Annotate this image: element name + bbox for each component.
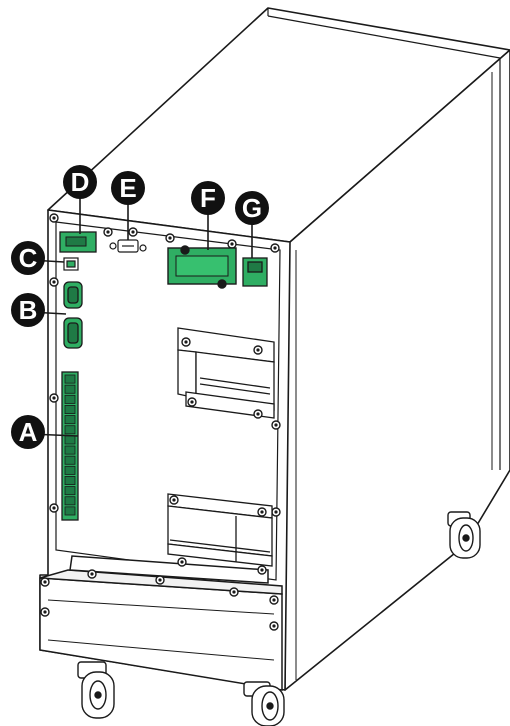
lower-rail bbox=[167, 493, 273, 567]
connector-d bbox=[59, 231, 97, 253]
side-seams bbox=[295, 72, 493, 680]
connector-f bbox=[167, 245, 237, 289]
callout-a: A bbox=[11, 415, 45, 449]
terminal-slot bbox=[64, 506, 76, 516]
rear-panel-inner bbox=[55, 221, 281, 581]
terminal-slot bbox=[64, 465, 76, 475]
terminal-slot bbox=[64, 496, 76, 506]
connector-a bbox=[61, 371, 79, 521]
callout-g: G bbox=[235, 191, 269, 225]
callout-a-label: A bbox=[19, 417, 38, 447]
terminal-slot bbox=[64, 445, 76, 455]
terminal-slot bbox=[64, 455, 76, 465]
terminal-slot bbox=[64, 405, 76, 414]
callout-f: F bbox=[191, 181, 225, 215]
terminal-slot bbox=[64, 415, 76, 425]
callout-d-label: D bbox=[71, 167, 90, 197]
upper-rail bbox=[177, 327, 275, 419]
callout-g-label: G bbox=[242, 193, 262, 223]
caster-front-left bbox=[77, 661, 115, 719]
callout-c: C bbox=[11, 241, 45, 275]
callout-e-label: E bbox=[119, 173, 136, 203]
callout-f-label: F bbox=[200, 183, 216, 213]
callout-b: B bbox=[11, 293, 45, 327]
connector-b bbox=[63, 281, 83, 349]
terminal-slot bbox=[64, 394, 76, 404]
caster-front-right bbox=[243, 681, 285, 726]
callout-d: D bbox=[63, 165, 97, 199]
terminal-slot bbox=[64, 374, 76, 384]
terminal-slot bbox=[64, 384, 76, 394]
callout-c-label: C bbox=[19, 243, 38, 273]
connector-g bbox=[242, 257, 268, 287]
caster-rear-right bbox=[447, 511, 481, 559]
terminal-slot bbox=[64, 486, 76, 496]
top-lip bbox=[267, 8, 501, 470]
terminal-slot bbox=[64, 476, 76, 485]
callout-e: E bbox=[111, 171, 145, 205]
bottom-cover bbox=[39, 555, 283, 691]
terminal-slot bbox=[64, 425, 76, 435]
callout-b-label: B bbox=[19, 295, 38, 325]
connector-c bbox=[63, 257, 79, 271]
terminal-slot bbox=[64, 435, 76, 445]
